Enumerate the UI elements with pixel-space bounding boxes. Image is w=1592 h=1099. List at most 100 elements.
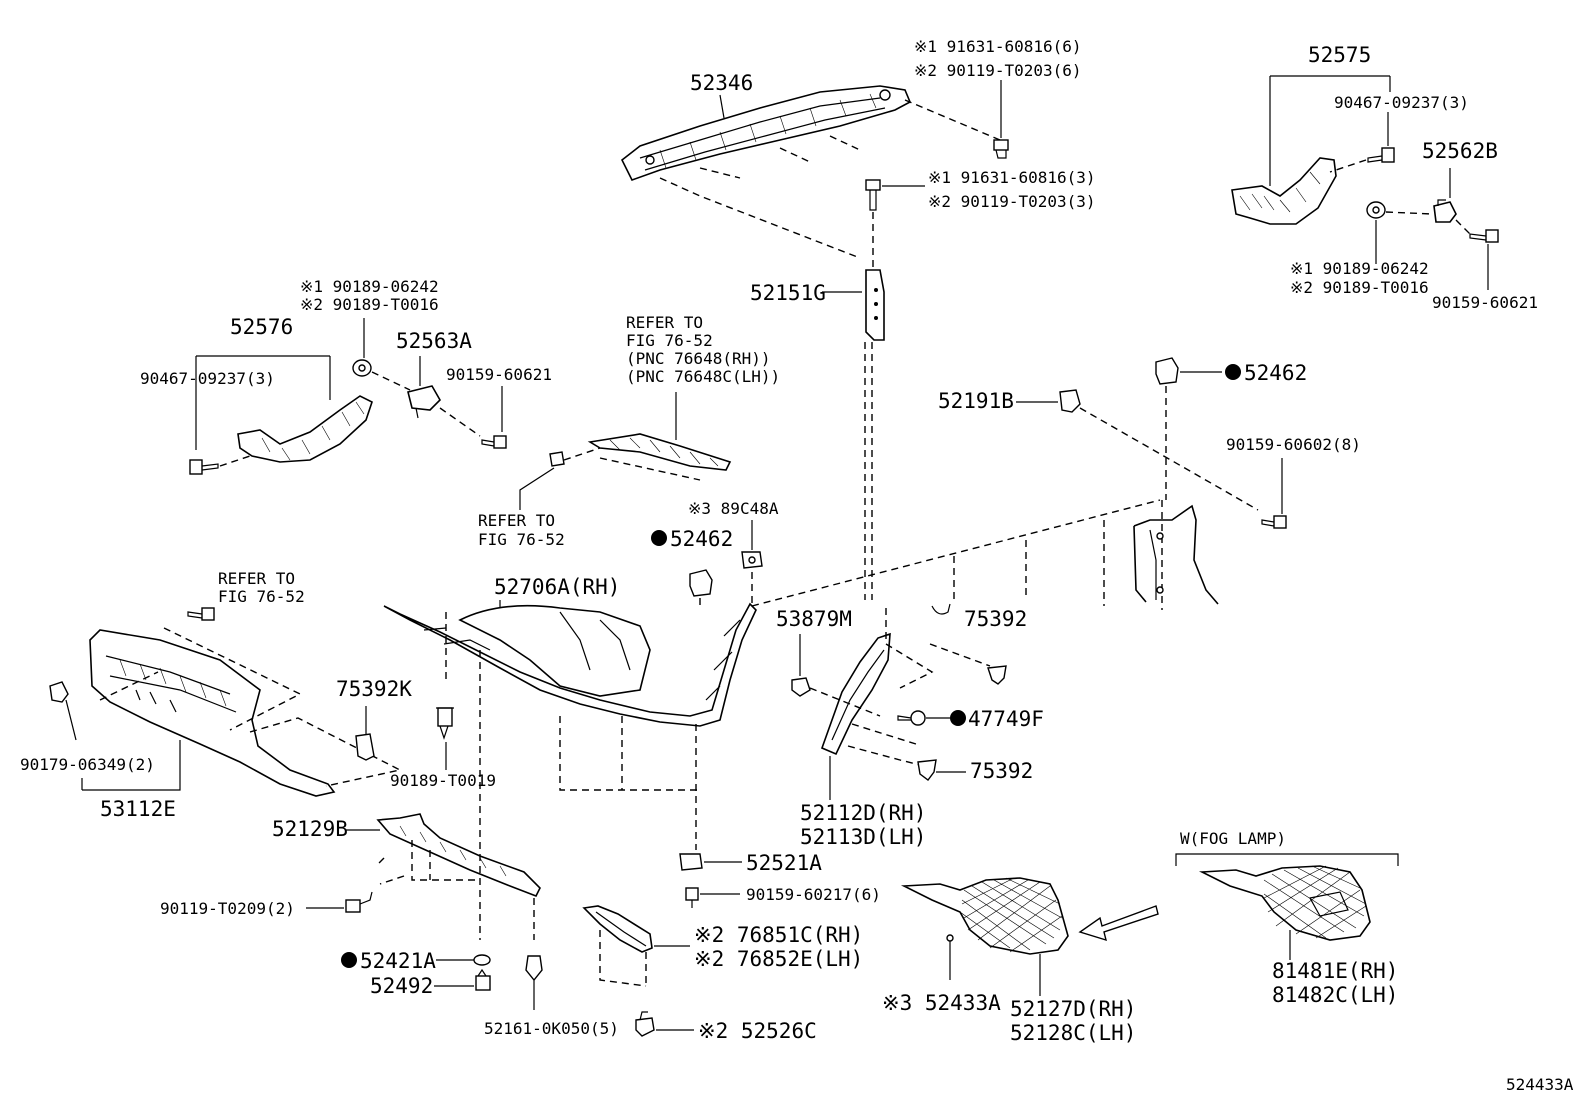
clip-75392-b-icon[interactable] bbox=[917, 759, 937, 781]
label-75392-a: 75392 bbox=[964, 607, 1027, 631]
label-81481E: 81481E(RH) bbox=[1272, 959, 1398, 983]
part-52575-bracket[interactable] bbox=[1231, 157, 1337, 225]
label-52576: 52576 bbox=[230, 315, 293, 339]
part-52526C-clip[interactable] bbox=[635, 1011, 655, 1037]
label-76851C: ※2 76851C(RH) bbox=[694, 923, 863, 947]
label-90159-60602: 90159-60602(8) bbox=[1226, 435, 1361, 454]
clip-refer-c-icon[interactable] bbox=[187, 607, 215, 621]
refer-a-line1: REFER TO bbox=[626, 313, 703, 332]
label-52462-mid: 52462 bbox=[670, 527, 733, 551]
label-52346: 52346 bbox=[690, 71, 753, 95]
part-52462-right-pad[interactable] bbox=[1155, 357, 1179, 385]
label-52562B: 52562B bbox=[1422, 139, 1498, 163]
label-91631-3: ※1 91631-60816(3) bbox=[928, 168, 1096, 187]
part-52191B-clip[interactable] bbox=[1059, 389, 1081, 413]
label-52421A: 52421A bbox=[360, 949, 436, 973]
label-90179: 90179-06349(2) bbox=[20, 755, 155, 774]
clip-refer-b-icon[interactable] bbox=[549, 451, 565, 467]
label-90189-06242-left: ※1 90189-06242 bbox=[300, 277, 439, 296]
label-52113D: 52113D(LH) bbox=[800, 825, 926, 849]
part-89C48A-sensor[interactable] bbox=[741, 551, 763, 569]
bolt-90159-60621-right-icon[interactable] bbox=[1469, 229, 1499, 243]
clip-90189-left-icon[interactable] bbox=[352, 359, 372, 377]
label-90189-T0016-left: ※2 90189-T0016 bbox=[300, 295, 439, 314]
part-52562B-clip[interactable] bbox=[1433, 199, 1457, 223]
part-76648-garnish[interactable] bbox=[587, 433, 732, 471]
part-81481E-grille[interactable] bbox=[1198, 865, 1371, 941]
part-52151G-bracket[interactable] bbox=[865, 269, 885, 341]
refer-c-line1: REFER TO bbox=[218, 569, 295, 588]
label-91631-6: ※1 91631-60816(6) bbox=[914, 37, 1082, 56]
refer-b-line1: REFER TO bbox=[478, 511, 555, 530]
part-52129B-bracket[interactable] bbox=[376, 813, 541, 898]
bolt-91631-60816-3-icon[interactable] bbox=[865, 179, 881, 211]
label-81482C: 81482C(LH) bbox=[1272, 983, 1398, 1007]
bolt-91631-60816-6-icon[interactable] bbox=[993, 139, 1009, 159]
screw-90467-left-icon[interactable] bbox=[189, 459, 219, 475]
label-76852E: ※2 76852E(LH) bbox=[694, 947, 863, 971]
label-52191B: 52191B bbox=[938, 389, 1014, 413]
part-52492-clip[interactable] bbox=[475, 968, 491, 991]
refer-c-line2: FIG 76-52 bbox=[218, 587, 305, 606]
label-90119-T0209: 90119-T0209(2) bbox=[160, 899, 295, 918]
refer-a-line2: FIG 76-52 bbox=[626, 331, 713, 350]
part-53879M-clip[interactable] bbox=[791, 677, 811, 697]
refer-a-line4: (PNC 76648C(LH)) bbox=[626, 367, 780, 386]
refer-b-line2: FIG 76-52 bbox=[478, 530, 565, 549]
part-52127D-grille[interactable] bbox=[900, 877, 1069, 955]
label-52112D: 52112D(RH) bbox=[800, 801, 926, 825]
part-52521A-nut[interactable] bbox=[679, 853, 703, 871]
label-52521A: 52521A bbox=[746, 851, 822, 875]
clip-90179-icon[interactable] bbox=[49, 681, 69, 703]
part-bumper-cover-lower[interactable] bbox=[383, 602, 757, 727]
label-89C48A: ※3 89C48A bbox=[688, 499, 779, 518]
bolt-90119-T0209-icon[interactable] bbox=[345, 891, 373, 913]
label-fog-lamp: W(FOG LAMP) bbox=[1180, 829, 1286, 848]
bolt-90159-60217-icon[interactable] bbox=[685, 887, 699, 908]
part-52462-mid-pad[interactable] bbox=[689, 569, 713, 597]
part-52563A-clip[interactable] bbox=[407, 385, 441, 419]
bolt-90159-60602-icon[interactable] bbox=[1261, 515, 1287, 529]
label-53112E: 53112E bbox=[100, 797, 176, 821]
bolt-90159-60621-left-icon[interactable] bbox=[481, 435, 507, 449]
part-52421A-washer[interactable] bbox=[473, 954, 491, 966]
part-75392K-clip[interactable] bbox=[355, 733, 375, 761]
part-52112D-cover[interactable] bbox=[820, 632, 891, 756]
figure-code: 524433A bbox=[1506, 1075, 1574, 1094]
label-90119-3: ※2 90119-T0203(3) bbox=[928, 192, 1096, 211]
clip-75392-a-icon[interactable] bbox=[987, 665, 1007, 685]
label-90189-T0019: 90189-T0019 bbox=[390, 771, 496, 790]
label-52433A: ※3 52433A bbox=[882, 991, 1001, 1015]
part-52576-bracket[interactable] bbox=[237, 395, 373, 463]
label-52151G: 52151G bbox=[750, 281, 826, 305]
label-90119-6: ※2 90119-T0203(6) bbox=[914, 61, 1082, 80]
label-52575: 52575 bbox=[1308, 43, 1371, 67]
label-52127D: 52127D(RH) bbox=[1010, 997, 1136, 1021]
label-90189-T0016-right: ※2 90189-T0016 bbox=[1290, 278, 1429, 297]
clip-90189-T0019-icon[interactable] bbox=[436, 707, 454, 740]
part-76851C-cover[interactable] bbox=[582, 905, 653, 953]
marker-dot-47749F bbox=[950, 710, 966, 726]
part-52161-clip[interactable] bbox=[525, 955, 543, 1010]
label-53879M: 53879M bbox=[776, 607, 852, 631]
label-47749F: 47749F bbox=[968, 707, 1044, 731]
label-52128C: 52128C(LH) bbox=[1010, 1021, 1136, 1045]
label-90159-60621-right: 90159-60621 bbox=[1432, 293, 1538, 312]
part-bumper-side-mount[interactable] bbox=[1133, 504, 1219, 605]
part-53112E-lower-grille[interactable] bbox=[89, 629, 336, 797]
label-75392K: 75392K bbox=[336, 677, 412, 701]
label-52563A: 52563A bbox=[396, 329, 472, 353]
screw-47749F-icon[interactable] bbox=[897, 710, 926, 726]
marker-dot-52421A bbox=[341, 952, 357, 968]
refer-a-line3: (PNC 76648(RH)) bbox=[626, 349, 771, 368]
label-52492: 52492 bbox=[370, 974, 433, 998]
clip-90189-right-icon[interactable] bbox=[1366, 201, 1386, 219]
label-90159-60621-left: 90159-60621 bbox=[446, 365, 552, 384]
part-52346-retainer[interactable] bbox=[620, 85, 912, 181]
screw-90467-right-icon[interactable] bbox=[1367, 147, 1395, 163]
label-52129B: 52129B bbox=[272, 817, 348, 841]
marker-dot-52462-right bbox=[1225, 364, 1241, 380]
label-75392-b: 75392 bbox=[970, 759, 1033, 783]
label-52706A: 52706A(RH) bbox=[494, 575, 620, 599]
